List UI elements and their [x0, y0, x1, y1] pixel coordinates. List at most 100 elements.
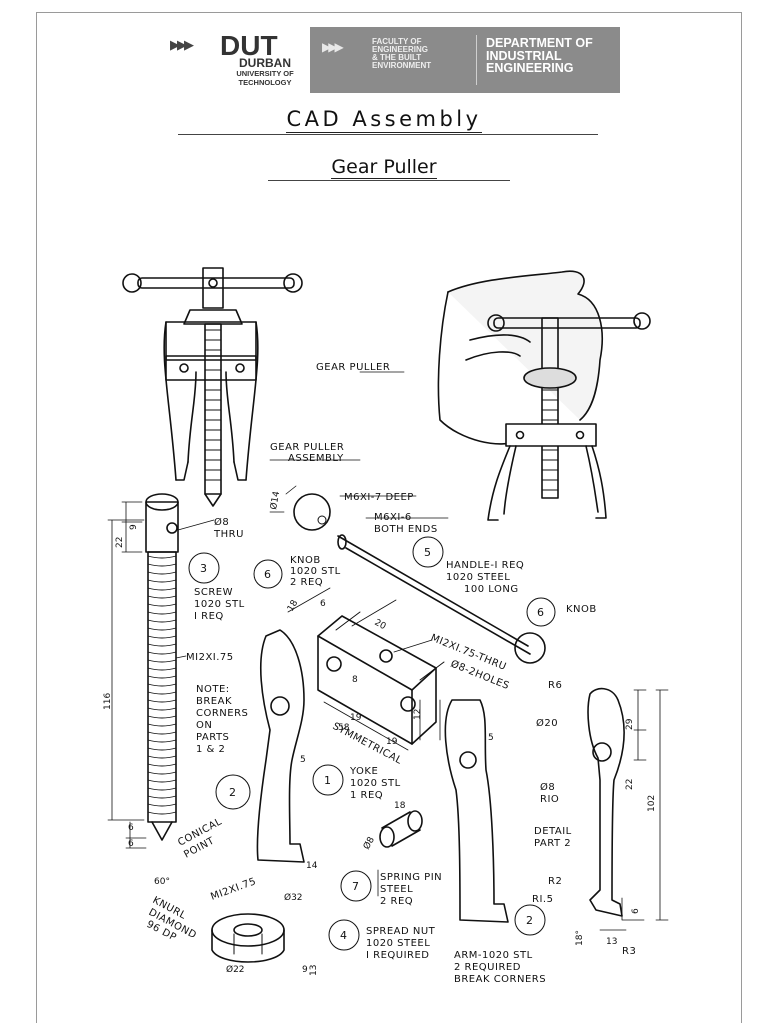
label-screw-2: 1020 STL: [194, 599, 245, 610]
label-knob-1: KNOB: [290, 555, 321, 566]
label-yoke-3: 1 REQ: [350, 790, 383, 801]
dim-102: 102: [647, 795, 657, 812]
dim-116: 116: [103, 693, 113, 710]
label-spring-2: STEEL: [380, 884, 413, 895]
page-title-text: CAD Assembly: [286, 107, 482, 133]
dim-18b: 18: [394, 801, 406, 811]
label-dia8-detail: Ø8: [540, 781, 555, 793]
label-handle-3: 100 LONG: [464, 584, 519, 595]
dut-logo-subtitle: DURBAN UNIVERSITY OF TECHNOLOGY: [220, 57, 310, 87]
label-thru: THRU: [213, 529, 244, 540]
dim-13b: 13: [606, 937, 617, 947]
dim-dia8-pin: Ø8: [361, 835, 377, 852]
label-assembly-line-1: GEAR PULLER: [270, 442, 344, 453]
label-handle-1: HANDLE-I REQ: [446, 560, 524, 571]
logo-line-2: UNIVERSITY OF: [236, 69, 294, 78]
banner-divider: [476, 35, 477, 85]
label-nut-3: I REQUIRED: [366, 950, 430, 961]
department-line: INDUSTRIAL: [486, 48, 562, 63]
balloon-5: 5: [424, 546, 431, 559]
logo-line-3: TECHNOLOGY: [238, 78, 292, 87]
dim-5a: 5: [300, 755, 306, 765]
label-dia20: Ø20: [536, 717, 558, 729]
spread-nut-part-4: [211, 913, 285, 963]
label-spring-1: SPRING PIN: [380, 872, 442, 883]
note-line-5: PARTS: [196, 732, 229, 743]
dim-19a: 19: [350, 713, 362, 723]
label-yoke-2: 1020 STL: [350, 778, 401, 789]
dim-19b: 19: [386, 737, 398, 747]
label-r6: R6: [548, 680, 562, 691]
label-knob-2: 1020 STL: [290, 566, 341, 577]
balloon-3: 3: [200, 562, 207, 575]
dut-arrows-icon: ▶▶▶: [170, 38, 194, 53]
dim-58: 58: [338, 723, 350, 733]
dut-logo-word: DUT: [220, 30, 278, 61]
faculty-banner: ▶▶▶ FACULTY OF ENGINEERING & THE BUILT E…: [310, 27, 620, 93]
dim-9: 9: [129, 524, 139, 530]
header-logos: ▶▶▶ DUT DURBAN UNIVERSITY OF TECHNOLOGY …: [168, 27, 620, 93]
assembly-view: [122, 267, 303, 507]
dim-14: 14: [306, 861, 318, 871]
screw-part-3: [107, 493, 179, 849]
dim-13: 13: [309, 965, 319, 976]
banner-arrows-icon: ▶▶▶: [322, 40, 344, 54]
note-line-6: 1 & 2: [196, 744, 225, 755]
label-screw-1: SCREW: [194, 587, 233, 598]
faculty-line: & THE BUILT: [372, 53, 422, 62]
department-line: DEPARTMENT OF: [486, 36, 593, 50]
dim-8: 8: [352, 675, 358, 685]
leader-lines: [175, 371, 449, 897]
label-dia14: Ø14: [268, 490, 282, 510]
label-m12-nut: MI2XI.75: [209, 876, 258, 903]
label-nut-1: SPREAD NUT: [366, 926, 436, 937]
label-assembly-line-2: ASSEMBLY: [288, 453, 344, 464]
hand-with-puller-illustration: [437, 270, 651, 521]
dim-12: 12: [413, 709, 423, 720]
knob-part-6: [269, 485, 331, 531]
balloon-6-knob: 6: [537, 606, 544, 619]
dim-18deg: 18°: [575, 930, 585, 946]
yoke-part-1: [287, 587, 445, 751]
logo-line-1: DURBAN: [239, 56, 291, 70]
page-subtitle: Gear Puller: [0, 156, 768, 179]
dim-5b: 5: [488, 733, 494, 743]
label-detail-2: PART 2: [534, 838, 571, 849]
label-nut-2: 1020 STEEL: [366, 938, 430, 949]
department-line: ENGINEERING: [486, 61, 574, 75]
note-line-4: ON: [196, 720, 212, 731]
title-rule: [178, 134, 598, 135]
handle-part-5: [337, 534, 546, 664]
balloon-7: 7: [352, 880, 359, 893]
detail-part-2-view: [587, 687, 669, 931]
page-title: CAD Assembly: [0, 107, 768, 133]
dut-logo: ▶▶▶ DUT DURBAN UNIVERSITY OF TECHNOLOGY: [168, 27, 304, 93]
label-m6-thread: M6XI-6: [374, 512, 412, 523]
faculty-line: ENGINEERING: [372, 45, 429, 54]
label-screw-3: I REQ: [194, 611, 224, 622]
balloon-2-arm: 2: [526, 914, 533, 927]
dim-dia22: Ø22: [226, 964, 245, 975]
note-line-1: NOTE:: [196, 684, 230, 695]
dim-60deg: 60°: [154, 877, 170, 887]
label-knob-3: 2 REQ: [290, 577, 323, 588]
dim-6b: 6: [128, 839, 134, 849]
faculty-line: FACULTY OF: [372, 37, 422, 46]
label-both-ends: BOTH ENDS: [374, 524, 438, 535]
balloon-2: 2: [229, 786, 236, 799]
balloon-6: 6: [264, 568, 271, 581]
label-arm-3: BREAK CORNERS: [454, 974, 546, 985]
balloon-4: 4: [340, 929, 347, 942]
label-r2: R2: [548, 876, 562, 887]
arm-part-2-left: [256, 629, 305, 863]
label-r15: RI.5: [532, 894, 553, 905]
arm-part-2-right: [444, 699, 509, 923]
label-m6-deep: M6XI-7 DEEP: [344, 492, 414, 503]
faculty-line: ENVIRONMENT: [372, 61, 432, 70]
note-line-2: BREAK: [196, 696, 232, 707]
dim-dia32: Ø32: [284, 892, 303, 903]
faculty-name: FACULTY OF ENGINEERING & THE BUILT ENVIR…: [372, 38, 462, 70]
page-subtitle-text: Gear Puller: [331, 156, 437, 179]
label-arm-1: ARM-1020 STL: [454, 950, 533, 961]
